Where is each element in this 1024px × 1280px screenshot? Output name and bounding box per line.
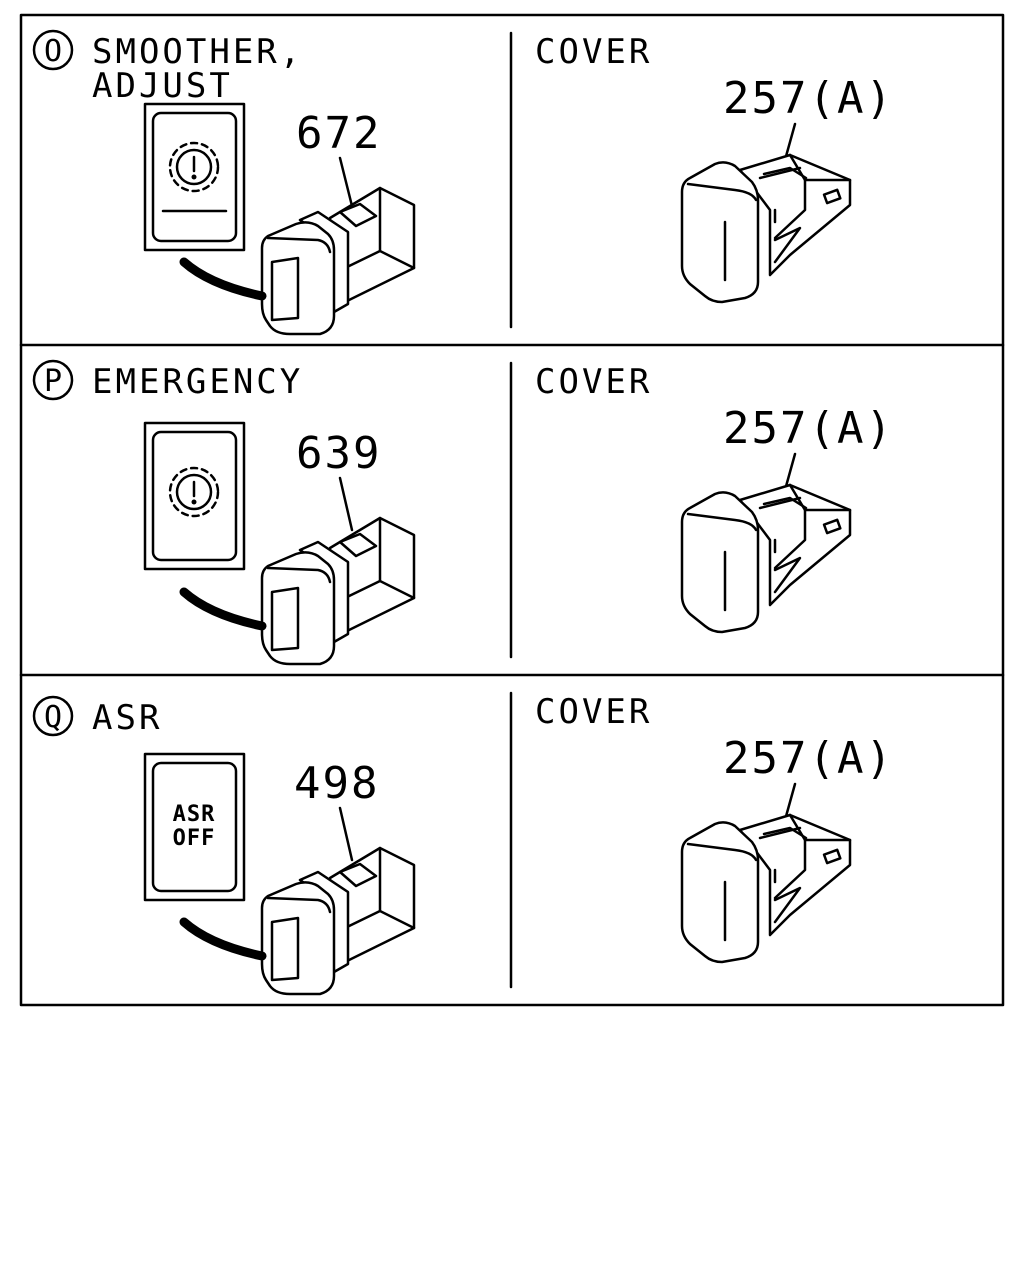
part-number: 672 (296, 108, 381, 159)
cover-leader-line (783, 782, 797, 822)
section-letter: P (44, 364, 62, 399)
leader-line (338, 156, 354, 208)
section-title-line2: ADJUST (92, 66, 233, 106)
gear-warning-icon (168, 141, 220, 193)
cover-part-number: 257(A) (723, 403, 894, 454)
section-letter: O (44, 34, 62, 69)
cover-leader-line (783, 122, 797, 162)
cover-label: COVER (535, 32, 652, 72)
section-o: O SMOOTHER, ADJUST 672 COVER 257(A) (32, 29, 894, 334)
switch-text-line2: OFF (173, 826, 216, 851)
switch-face-inner (151, 761, 238, 893)
cover-part (680, 153, 852, 304)
cover-label: COVER (535, 362, 652, 402)
switch-face-inner (151, 111, 238, 243)
section-letter: Q (44, 700, 62, 735)
section-letter-badge (32, 29, 74, 71)
cover-part (680, 813, 852, 964)
switch-face-outline (143, 421, 246, 571)
cover-part-number: 257(A) (723, 733, 894, 784)
switch-part (184, 518, 414, 664)
cover-part-number: 257(A) (723, 73, 894, 124)
section-title: EMERGENCY (92, 362, 303, 402)
leader-line (338, 806, 354, 862)
section-p: P EMERGENCY 639 COVER 257(A) (32, 359, 894, 664)
section-q: Q ASR ASR OFF 498 COVER 257(A) (32, 692, 894, 994)
switch-face-outline (143, 102, 246, 252)
section-title: ASR (92, 698, 162, 738)
switch-text-line1: ASR (173, 802, 216, 827)
cover-part (680, 483, 852, 634)
outer-frame (19, 13, 1005, 1007)
gear-warning-icon (168, 466, 220, 518)
leader-line (338, 476, 354, 532)
switch-face-inner (151, 430, 238, 562)
cover-label: COVER (535, 692, 652, 732)
section-letter-badge (32, 695, 74, 737)
part-number: 639 (296, 428, 381, 479)
part-number: 498 (294, 758, 379, 809)
switch-face-outline (143, 752, 246, 902)
section-letter-badge (32, 359, 74, 401)
section-title-line1: SMOOTHER, (92, 32, 303, 72)
switch-part (184, 848, 414, 994)
cover-leader-line (783, 452, 797, 492)
